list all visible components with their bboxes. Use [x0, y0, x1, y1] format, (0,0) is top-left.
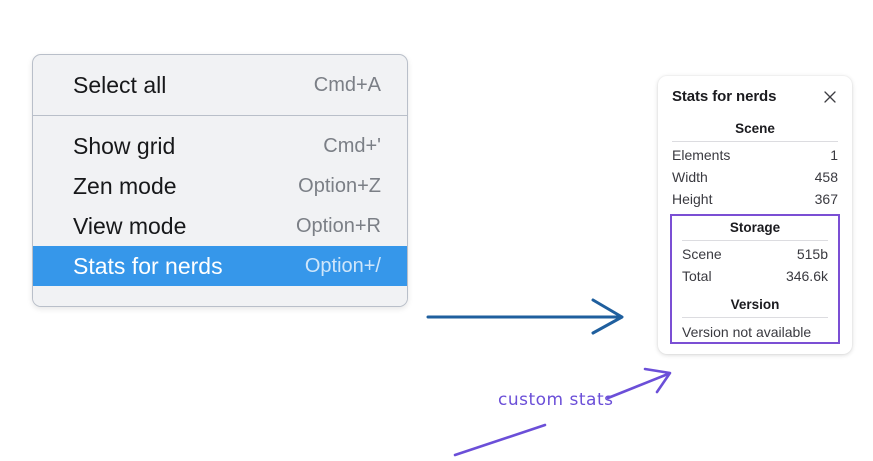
stat-row: Elements 1	[672, 144, 838, 166]
stats-for-nerds-panel: Stats for nerds Scene Elements 1 Width 4…	[658, 76, 852, 354]
menu-item-shortcut: Cmd+'	[323, 134, 381, 157]
section-scene: Scene Elements 1 Width 458 Height 367	[658, 117, 852, 210]
menu-item-stats-for-nerds[interactable]: Stats for nerds Option+/	[33, 246, 407, 286]
menu-footer	[33, 286, 407, 306]
blue-arrow	[426, 298, 624, 335]
purple-arrow-upper	[606, 367, 672, 400]
stat-key: Total	[682, 268, 712, 284]
stat-row: Scene 515b	[682, 243, 828, 265]
version-value: Version not available	[682, 324, 812, 340]
context-menu: Select all Cmd+A Show grid Cmd+' Zen mod…	[32, 54, 408, 307]
menu-item-label: Show grid	[73, 132, 176, 159]
section-version: Version Version not available	[682, 293, 828, 342]
menu-item-show-grid[interactable]: Show grid Cmd+'	[33, 126, 407, 166]
section-divider	[682, 240, 828, 241]
stat-key: Width	[672, 169, 708, 185]
section-storage: Storage Scene 515b Total 346.6k	[682, 216, 828, 287]
stat-key: Scene	[682, 246, 722, 262]
section-title: Scene	[735, 121, 775, 136]
menu-item-shortcut: Option+Z	[298, 174, 381, 197]
menu-item-shortcut: Option+R	[295, 214, 381, 237]
stat-row: Height 367	[672, 188, 838, 210]
custom-stats-highlight-box: Storage Scene 515b Total 346.6k Version …	[670, 214, 840, 344]
menu-item-view-mode[interactable]: View mode Option+R	[33, 206, 407, 246]
menu-item-label: View mode	[73, 212, 187, 239]
stat-key: Height	[672, 191, 713, 207]
stat-value: 346.6k	[785, 268, 828, 284]
section-title: Version	[730, 297, 780, 312]
menu-group-2: Show grid Cmd+' Zen mode Option+Z View m…	[33, 116, 407, 286]
panel-title: Stats for nerds	[672, 88, 777, 105]
stat-value: 515b	[796, 246, 828, 262]
menu-item-shortcut: Cmd+A	[313, 73, 381, 96]
menu-item-label: Zen mode	[73, 172, 177, 199]
stat-value: 458	[814, 169, 838, 185]
menu-group-1: Select all Cmd+A	[33, 55, 407, 116]
section-divider	[672, 141, 838, 142]
menu-item-label: Stats for nerds	[73, 252, 223, 279]
section-divider	[682, 317, 828, 318]
custom-stats-annotation-label: custom stats	[498, 390, 614, 410]
section-title: Storage	[729, 220, 781, 235]
menu-item-label: Select all	[73, 71, 167, 98]
stat-value: 367	[814, 191, 838, 207]
menu-item-select-all[interactable]: Select all Cmd+A	[33, 65, 407, 105]
close-icon[interactable]	[822, 89, 838, 105]
stats-panel-header: Stats for nerds	[658, 88, 852, 105]
stat-key: Elements	[672, 147, 731, 163]
stat-row: Width 458	[672, 166, 838, 188]
stat-value: 1	[830, 147, 838, 163]
stat-row: Total 346.6k	[682, 265, 828, 287]
menu-item-zen-mode[interactable]: Zen mode Option+Z	[33, 166, 407, 206]
menu-item-shortcut: Option+/	[304, 254, 381, 277]
purple-arrow-lower	[453, 423, 547, 457]
